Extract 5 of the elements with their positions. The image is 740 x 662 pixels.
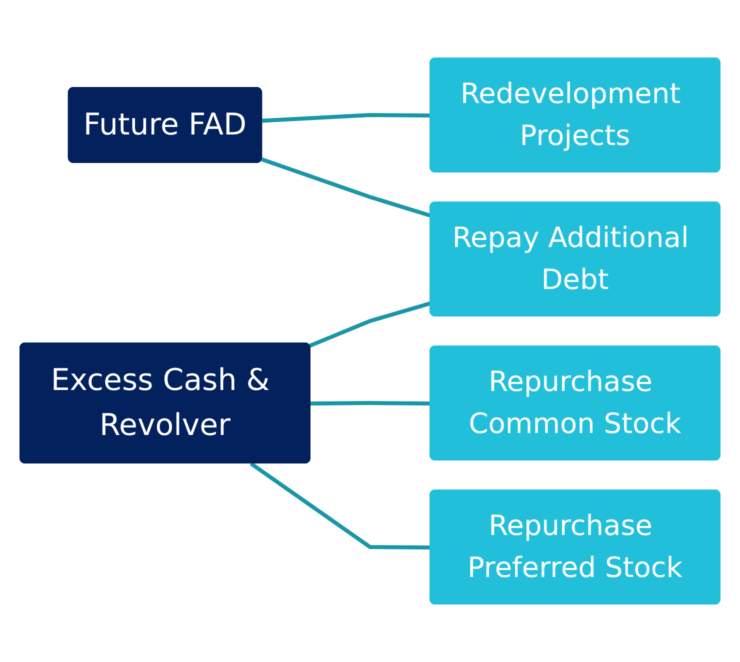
connector: [250, 462, 431, 550]
connector: [261, 157, 432, 218]
connector: [262, 113, 431, 123]
connector: [308, 301, 432, 348]
connector: [310, 401, 431, 406]
